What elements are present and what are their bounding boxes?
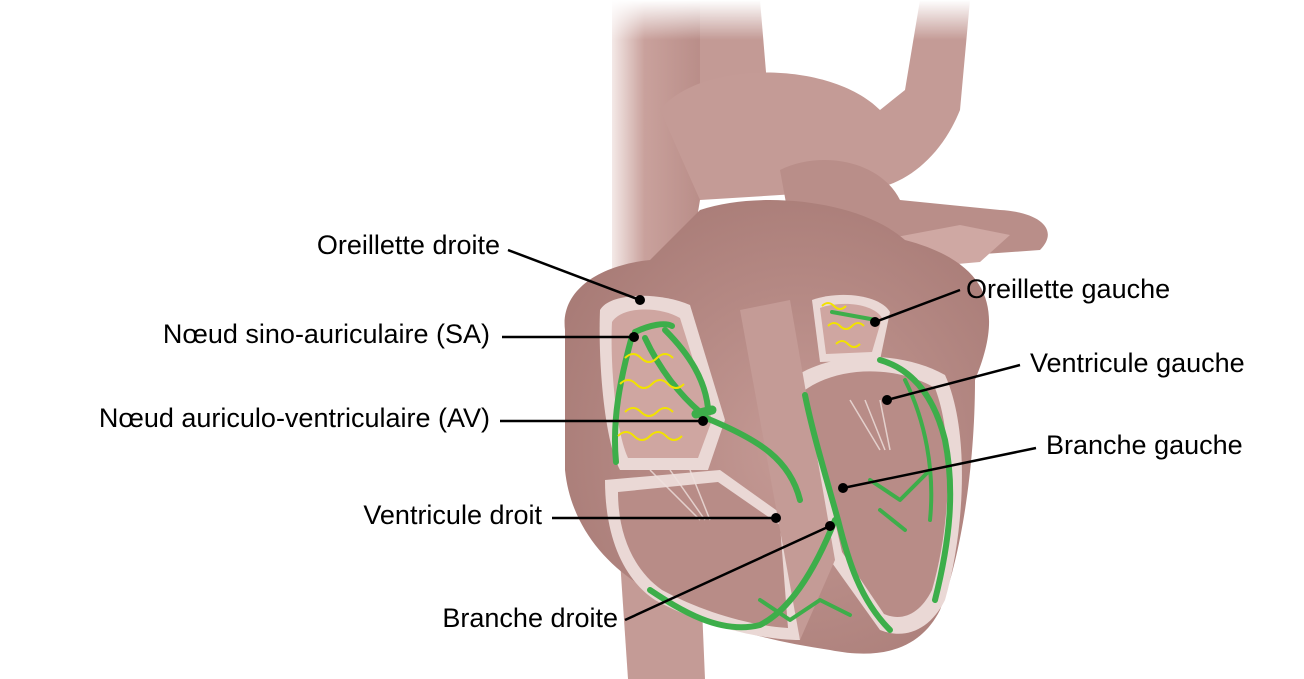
label-right-ventricle: Ventricule droit	[290, 502, 542, 529]
label-sa-node: Nœud sino-auriculaire (SA)	[60, 321, 490, 348]
dot-av-node	[698, 416, 708, 426]
dot-right-ventricle	[771, 513, 781, 523]
av-node-mark	[696, 410, 712, 414]
dot-right-atrium	[635, 295, 645, 305]
label-right-atrium: Oreillette droite	[260, 232, 500, 259]
dot-right-bundle	[825, 521, 835, 531]
dot-sa-node	[629, 332, 639, 342]
label-left-bundle: Branche gauche	[1046, 432, 1243, 459]
dot-left-atrium	[870, 317, 880, 327]
label-left-atrium: Oreillette gauche	[966, 276, 1170, 303]
label-left-ventricle: Ventricule gauche	[1030, 350, 1245, 377]
label-av-node: Nœud auriculo-ventriculaire (AV)	[2, 405, 490, 432]
label-right-bundle: Branche droite	[380, 605, 618, 632]
dot-left-ventricle	[882, 395, 892, 405]
dot-left-bundle	[838, 483, 848, 493]
